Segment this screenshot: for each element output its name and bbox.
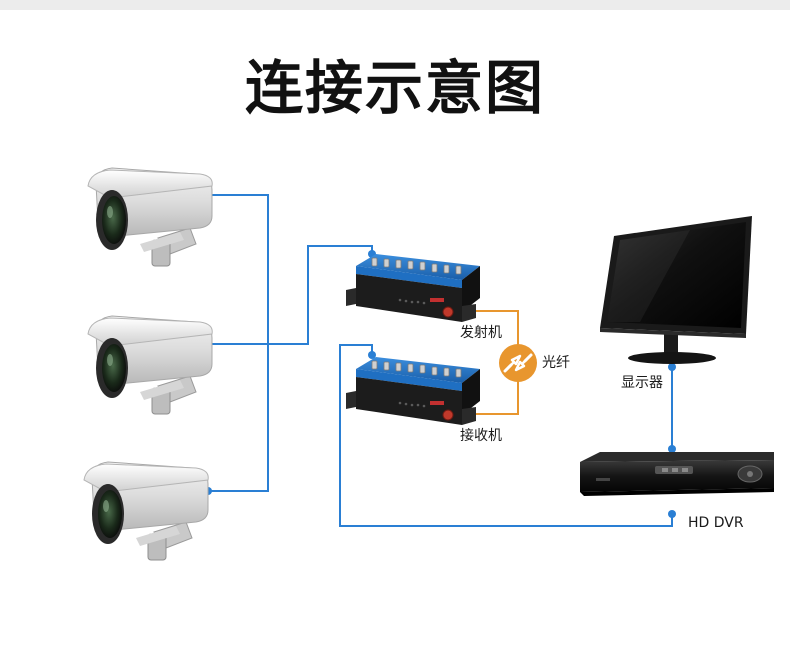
monitor-label: 显示器 (621, 375, 663, 391)
camera-icon (87, 167, 213, 267)
dvr-label: HD DVR (688, 515, 744, 531)
top-strip (0, 0, 790, 10)
camera-1-wire (208, 194, 269, 344)
video-wires (208, 194, 673, 527)
transmitter-label: 发射机 (460, 325, 502, 341)
dvr-icon (580, 452, 774, 496)
fiber-link-icon (499, 344, 537, 382)
receiver-to-dvr-wire (339, 344, 673, 527)
fiber-receiver-icon (346, 357, 480, 425)
camera-icon (83, 461, 209, 561)
fiber-label: 光纤 (542, 355, 570, 371)
camera-3-wire (208, 344, 269, 492)
receiver-label: 接收机 (460, 428, 502, 444)
monitor-icon (600, 216, 752, 364)
fiber-transmitter-icon (346, 254, 480, 322)
camera-icon (87, 315, 213, 415)
page-title: 连接示意图 (244, 54, 545, 122)
camera-bus-to-transmitter-wire (268, 245, 373, 345)
